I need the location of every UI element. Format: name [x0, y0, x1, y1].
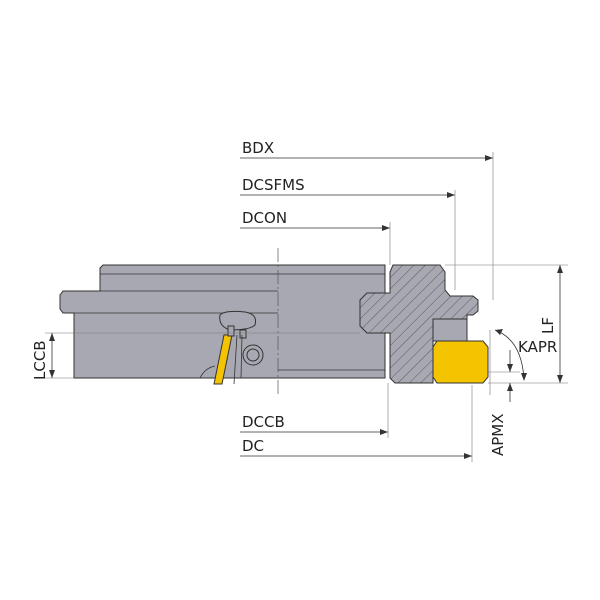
cutter-body: [59, 264, 489, 385]
label-bdx: BDX: [242, 139, 274, 157]
label-dcon: DCON: [242, 209, 287, 227]
label-dc: DC: [242, 437, 264, 455]
dimensions: [45, 152, 568, 462]
label-kapr: KAPR: [518, 338, 557, 356]
cartridge: [199, 310, 264, 385]
label-dccb: DCCB: [242, 413, 285, 431]
cutting-insert: [432, 340, 489, 384]
label-apmx: APMX: [489, 413, 507, 456]
label-lccb: LCCB: [31, 340, 49, 380]
label-dcsfms: DCSFMS: [242, 176, 305, 194]
insert-pocket: [432, 318, 468, 342]
label-lf: LF: [539, 317, 557, 334]
